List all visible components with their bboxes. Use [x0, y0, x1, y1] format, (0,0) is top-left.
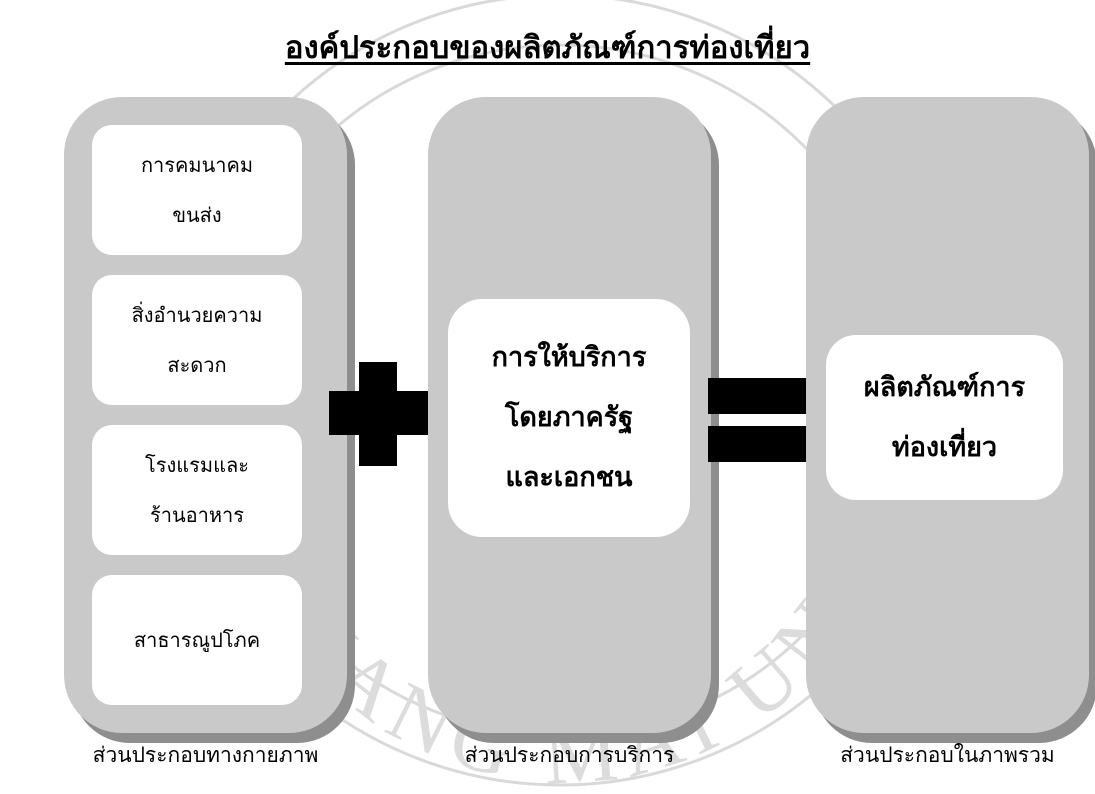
- service-caption: ส่วนประกอบการบริการ: [464, 743, 675, 767]
- overall-components-panel: ผลิตภัณฑ์การ ท่องเที่ยว: [806, 97, 1089, 733]
- card-line-2: โดยภาครัฐ: [504, 402, 634, 433]
- utilities-card: สาธารณูปโภค: [92, 575, 302, 705]
- card-line-2: ท่องเที่ยว: [891, 431, 998, 463]
- equals-bottom-bar: [708, 426, 810, 462]
- card-line-3: และเอกชน: [505, 462, 633, 493]
- physical-caption: ส่วนประกอบทางกายภาพ: [92, 743, 319, 767]
- overall-components-column: ผลิตภัณฑ์การ ท่องเที่ยว: [806, 97, 1095, 743]
- diagram-title: องค์ประกอบของผลิตภัณฑ์การท่องเที่ยว: [284, 30, 811, 66]
- service-components-column: การให้บริการ โดยภาครัฐ และเอกชน: [428, 97, 719, 743]
- service-components-panel: การให้บริการ โดยภาครัฐ และเอกชน: [428, 97, 711, 733]
- hotels-restaurants-card: โรงแรมและ ร้านอาหาร: [92, 425, 302, 555]
- facilities-card: สิ่งอำนวยความ สะดวก: [92, 275, 302, 405]
- card-line-1: การคมนาคม: [140, 153, 254, 177]
- plus-vertical-bar: [359, 362, 397, 466]
- card-line-1: การให้บริการ: [491, 342, 647, 373]
- transportation-card: การคมนาคม ขนส่ง: [92, 125, 302, 255]
- card-line-1: สิ่งอำนวยความ: [131, 303, 263, 327]
- public-private-service-card: การให้บริการ โดยภาครัฐ และเอกชน: [448, 299, 690, 537]
- equals-top-bar: [708, 378, 810, 414]
- card-line-2: ร้านอาหาร: [149, 503, 245, 527]
- card-line-1: โรงแรมและ: [145, 453, 249, 477]
- physical-components-column: การคมนาคม ขนส่ง สิ่งอำนวยความ สะดวก โรงแ…: [64, 97, 355, 743]
- overall-caption: ส่วนประกอบในภาพรวม: [840, 743, 1055, 767]
- tourism-product-card: ผลิตภัณฑ์การ ท่องเที่ยว: [826, 335, 1063, 500]
- card-line-2: ขนส่ง: [172, 203, 222, 227]
- card-line-1: สาธารณูปโภค: [133, 628, 261, 652]
- physical-components-panel: การคมนาคม ขนส่ง สิ่งอำนวยความ สะดวก โรงแ…: [64, 97, 347, 733]
- card-line-2: สะดวก: [167, 353, 227, 377]
- card-line-1: ผลิตภัณฑ์การ: [863, 371, 1026, 403]
